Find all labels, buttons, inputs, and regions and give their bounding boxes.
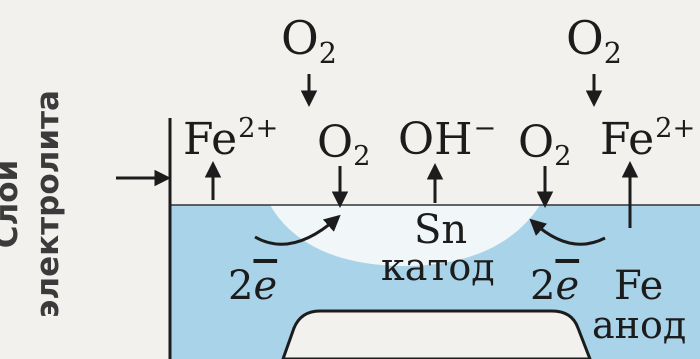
fe-ion-right-base: Fe xyxy=(600,114,655,165)
o2-top-right: O2 xyxy=(566,15,622,67)
fe-ion-right-charge: 2+ xyxy=(655,113,696,145)
anode-label: анод xyxy=(592,303,687,347)
o2-top-left-subscript: 2 xyxy=(318,36,337,70)
fe-ion-right: Fe2+ xyxy=(600,115,695,162)
fe-ion-left-base: Fe xyxy=(183,114,238,165)
electrons-left-symbol: e xyxy=(253,263,278,309)
hydroxide-base: OH xyxy=(398,114,473,165)
o2-mid-left: O2 xyxy=(317,121,370,171)
side-label-line2: электролита xyxy=(30,90,66,318)
side-label-line1: Слой xyxy=(0,159,25,249)
cathode-metal: Sn xyxy=(414,207,468,253)
o2-mid-right-subscript: 2 xyxy=(554,141,572,173)
o2-top-left: O2 xyxy=(281,15,337,67)
electron-flow-arrow-right xyxy=(529,218,606,246)
electron-flow-arrow-left xyxy=(254,214,341,246)
fe-ion-left: Fe2+ xyxy=(183,115,278,162)
electrolyte-layer-label: Слой электролита xyxy=(0,54,77,354)
o2-top-left-base: O xyxy=(281,11,319,65)
hydroxide-charge: − xyxy=(473,113,497,145)
o2-mid-right-base: O xyxy=(518,117,555,168)
electrons-right: 2e xyxy=(530,266,579,306)
fe-ion-left-charge: 2+ xyxy=(238,113,279,145)
electrons-right-coef: 2 xyxy=(530,263,556,309)
o2-mid-left-base: O xyxy=(317,117,354,168)
electrons-left-coef: 2 xyxy=(228,263,254,309)
o2-top-right-base: O xyxy=(566,11,604,65)
o2-mid-right: O2 xyxy=(518,121,571,171)
electrons-left: 2e xyxy=(228,266,277,306)
o2-mid-left-subscript: 2 xyxy=(353,141,371,173)
electrons-right-symbol: e xyxy=(555,263,580,309)
cathode-label: катод xyxy=(381,245,495,289)
hydroxide-ion: OH− xyxy=(398,115,496,162)
o2-top-right-subscript: 2 xyxy=(603,36,622,70)
anode-metal: Fe xyxy=(614,263,664,309)
iron-substrate-step xyxy=(281,309,592,359)
